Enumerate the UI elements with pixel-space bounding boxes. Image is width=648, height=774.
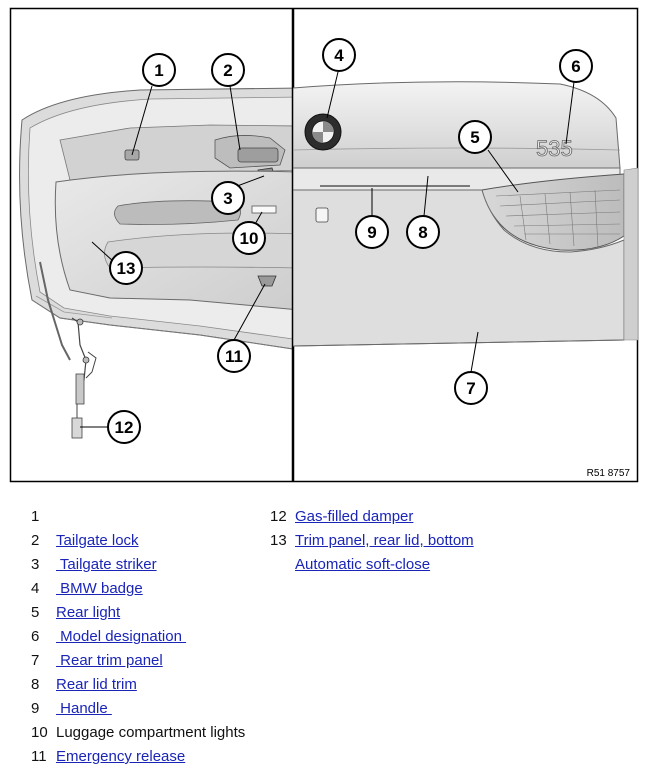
legend-item: 2 Tailgate lock <box>31 529 245 553</box>
model-badge: 535 <box>536 136 573 161</box>
outside-view-panel: 535 <box>293 81 638 347</box>
legend-link[interactable]: Tailgate lock <box>56 532 139 549</box>
legend-right-column: 12 Gas-filled damper 13 Trim panel, rear li… <box>270 505 474 577</box>
legend-item-number: 6 <box>31 628 40 645</box>
callout-6: 6 <box>559 49 593 83</box>
luggage-light <box>251 205 277 214</box>
callout-2: 2 <box>211 53 245 87</box>
legend-item-number: 13 <box>270 532 287 549</box>
legend-item: 3 Tailgate striker <box>31 553 245 577</box>
legend-item: 10 Luggage compartment lights <box>31 721 245 745</box>
legend-label: Luggage compartment lights <box>56 724 246 741</box>
reference-code: R51 8757 <box>587 468 631 479</box>
callout-13: 13 <box>109 251 143 285</box>
legend-item: 9 Handle <box>31 697 245 721</box>
legend-item-number: 8 <box>31 676 40 693</box>
legend-link[interactable]: Gas-filled damper <box>295 508 414 525</box>
legend-link[interactable]: Trim panel, rear lid, bottom <box>295 532 474 549</box>
svg-text:12: 12 <box>115 418 134 437</box>
legend-item: 13 Trim panel, rear lid, bottom <box>270 529 474 553</box>
callout-5: 5 <box>458 120 492 154</box>
legend-item-number: 9 <box>31 700 40 717</box>
svg-text:9: 9 <box>367 223 376 242</box>
svg-text:4: 4 <box>334 46 344 65</box>
svg-text:7: 7 <box>466 379 475 398</box>
callout-3: 3 <box>211 181 245 215</box>
callout-1: 1 <box>142 53 176 87</box>
legend-link[interactable]: Rear trim panel <box>56 652 163 669</box>
svg-text:8: 8 <box>418 223 427 242</box>
gas-damper <box>71 417 83 439</box>
legend-item: 11 Emergency release <box>31 745 245 769</box>
bmw-badge <box>304 113 342 151</box>
legend-item: 4 BMW badge <box>31 577 245 601</box>
legend-link[interactable]: Emergency release <box>56 748 186 765</box>
rear-lid-outer <box>293 81 621 169</box>
tailgate-diagram: 535 <box>9 7 639 483</box>
svg-text:3: 3 <box>223 189 232 208</box>
legend-link[interactable]: BMW badge <box>56 580 143 597</box>
svg-text:11: 11 <box>225 347 243 366</box>
callout-9: 9 <box>355 215 389 249</box>
emergency-release <box>257 275 277 287</box>
legend-item: 1 <box>31 505 245 529</box>
legend-item-number: 12 <box>270 508 287 525</box>
legend-link[interactable]: Model designation <box>56 628 187 645</box>
svg-text:10: 10 <box>240 229 259 248</box>
legend-item-number: 7 <box>31 652 40 669</box>
callout-4: 4 <box>322 38 356 72</box>
hinge-arm <box>39 261 71 361</box>
legend-link[interactable]: Automatic soft-close <box>295 556 431 573</box>
legend-item: 8 Rear lid trim <box>31 673 245 697</box>
legend-item: 5 Rear light <box>31 601 245 625</box>
legend-item-number: 3 <box>31 556 40 573</box>
leader-lines <box>80 71 575 428</box>
callout-11: 11 <box>217 339 251 373</box>
svg-text:6: 6 <box>571 57 580 76</box>
legend-link[interactable]: Handle <box>56 700 112 717</box>
legend-link[interactable]: Rear lid trim <box>56 676 137 693</box>
svg-text:13: 13 <box>117 259 136 278</box>
callout-12: 12 <box>107 410 141 444</box>
legend-item-number: 4 <box>31 580 40 597</box>
legend-item-number: 10 <box>31 724 48 741</box>
legend-item-number: 1 <box>31 508 40 525</box>
callout-10: 10 <box>232 221 266 255</box>
legend-item-number: 5 <box>31 604 40 621</box>
legend-link[interactable]: Rear light <box>56 604 121 621</box>
handle <box>315 207 329 223</box>
legend-item-number: 11 <box>31 748 47 765</box>
callout-7: 7 <box>454 371 488 405</box>
legend-item-number: 2 <box>31 532 40 549</box>
callout-8: 8 <box>406 215 440 249</box>
legend-item: 12 Gas-filled damper <box>270 505 474 529</box>
svg-text:1: 1 <box>154 61 163 80</box>
svg-text:5: 5 <box>470 128 479 147</box>
legend-item: Automatic soft-close <box>270 553 474 577</box>
legend-item: 6 Model designation <box>31 625 245 649</box>
svg-text:2: 2 <box>223 61 232 80</box>
legend-item: 7 Rear trim panel <box>31 649 245 673</box>
legend-link[interactable]: Tailgate striker <box>56 556 157 573</box>
